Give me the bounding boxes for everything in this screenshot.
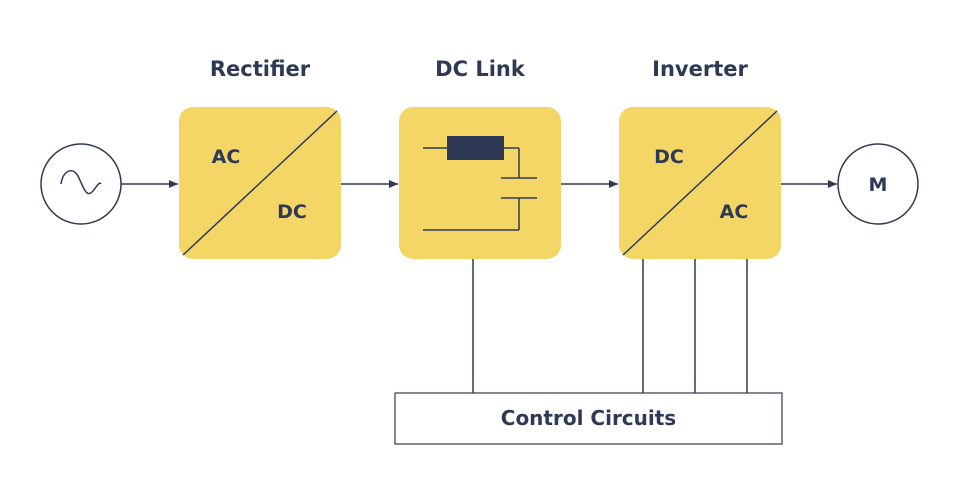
inverter-block: DC AC <box>619 107 781 259</box>
inverter-output-label: AC <box>720 201 749 223</box>
resistor-icon <box>447 136 504 160</box>
motor-label: M <box>869 174 888 196</box>
motor: M <box>837 143 919 225</box>
rectifier-heading: Rectifier <box>210 57 311 81</box>
dc-link-block <box>399 107 561 259</box>
inverter-heading: Inverter <box>652 57 748 81</box>
inverter-divider <box>622 110 778 256</box>
rectifier-input-label: AC <box>212 146 241 168</box>
rectifier-block: AC DC <box>179 107 341 259</box>
control-circuits-box: Control Circuits <box>394 392 783 445</box>
sine-wave-icon <box>60 169 102 195</box>
rectifier-output-label: DC <box>277 201 307 223</box>
ac-source <box>40 143 122 225</box>
rectifier-divider <box>182 110 338 256</box>
inverter-input-label: DC <box>654 146 684 168</box>
control-circuits-label: Control Circuits <box>501 406 676 430</box>
dc-link-heading: DC Link <box>435 57 526 81</box>
